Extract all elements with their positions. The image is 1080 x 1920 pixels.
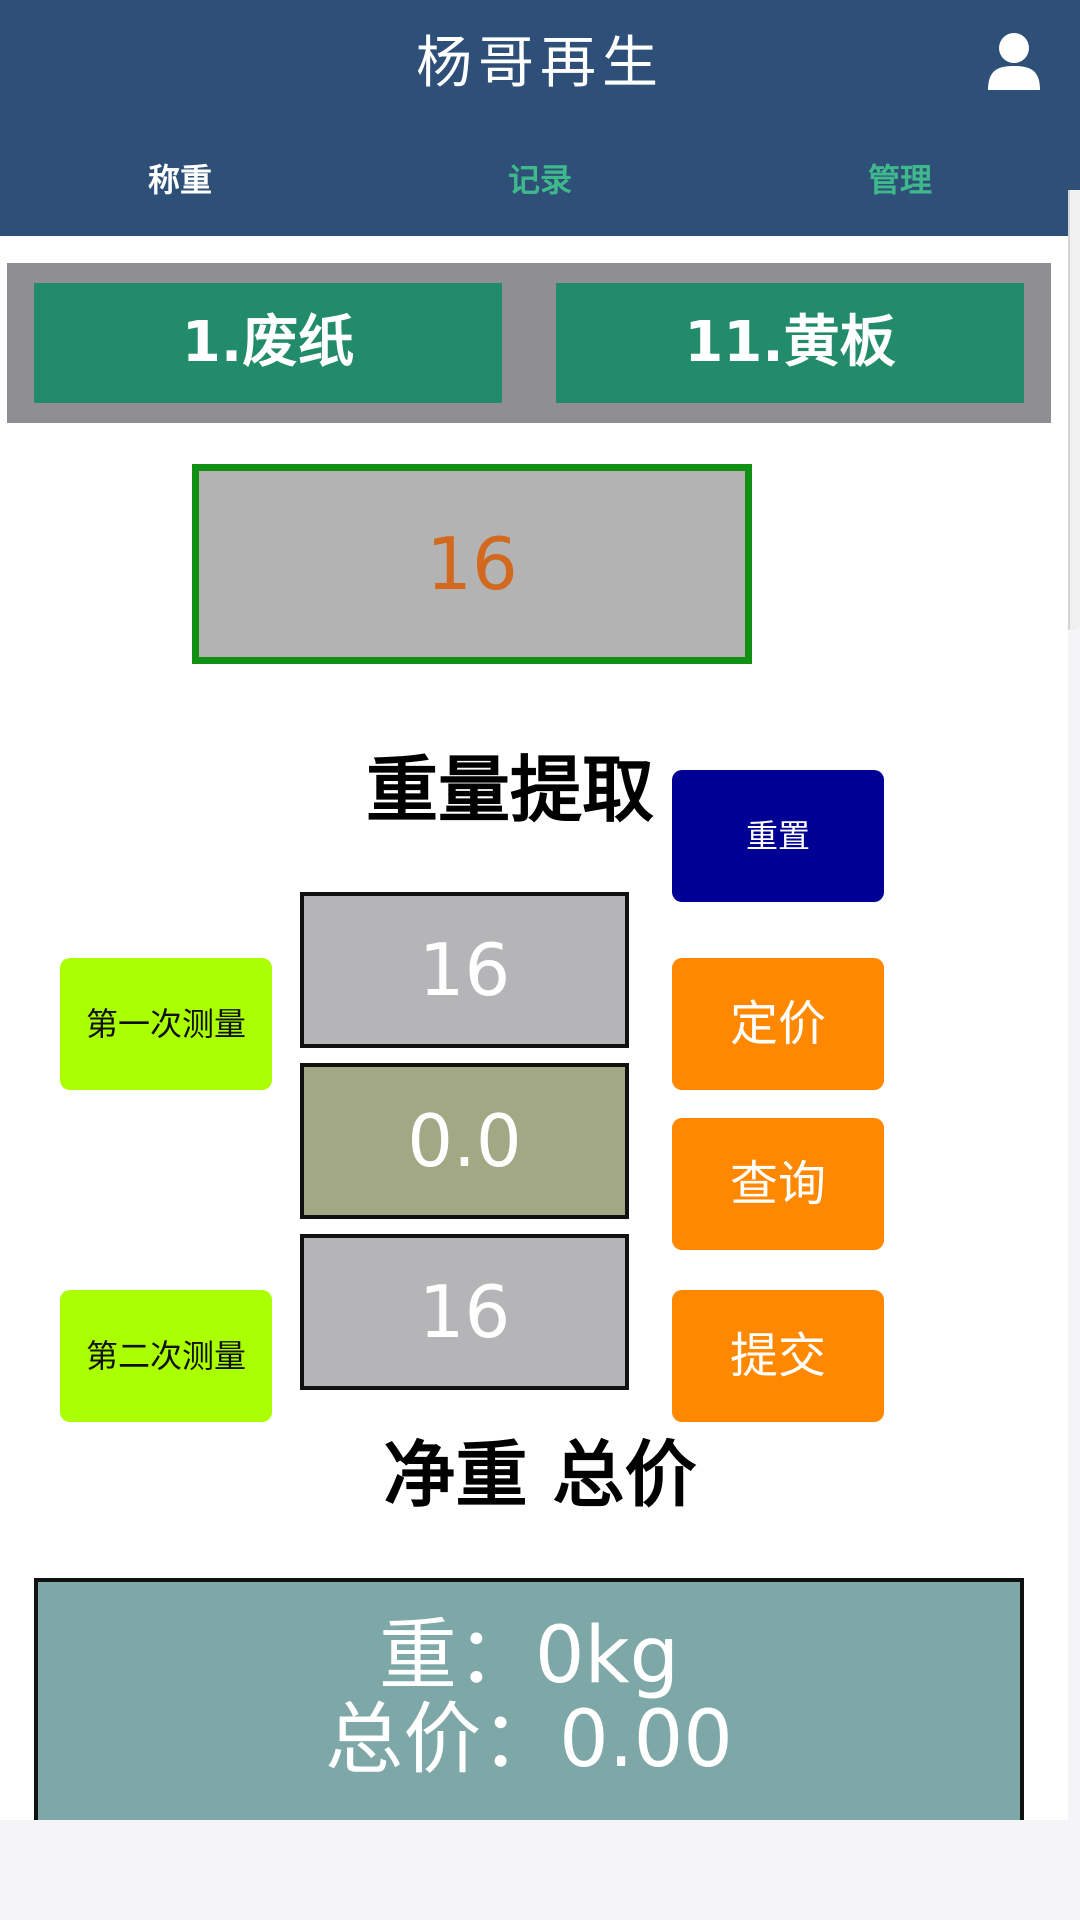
first-measure-button[interactable]: 第一次测量 xyxy=(60,958,272,1090)
result-panel: 重：0kg 总价：0.00 xyxy=(34,1578,1024,1820)
app-header xyxy=(0,0,1080,236)
tab-records-label: 记录 xyxy=(507,161,572,199)
net-total-title: 净重 总价 xyxy=(383,1433,697,1517)
scrollbar[interactable] xyxy=(1068,190,1080,630)
bottom-area xyxy=(0,1820,1080,1920)
category-button-yellow-board[interactable]: 11.黄板 xyxy=(556,283,1024,403)
tab-manage-label: 管理 xyxy=(867,161,932,199)
tab-weigh[interactable]: 称重 xyxy=(0,150,360,210)
tab-weigh-label: 称重 xyxy=(147,161,212,199)
unit-price-display: 16 xyxy=(192,464,752,664)
user-icon[interactable] xyxy=(986,30,1042,90)
tab-records[interactable]: 记录 xyxy=(360,150,720,210)
weight-diff-value: 0.0 xyxy=(300,1063,629,1219)
second-measure-button[interactable]: 第二次测量 xyxy=(60,1290,272,1422)
submit-button[interactable]: 提交 xyxy=(672,1290,884,1422)
second-weight-value: 16 xyxy=(300,1234,629,1390)
app-title: 杨哥再生 xyxy=(416,31,664,96)
total-price-text: 总价：0.00 xyxy=(325,1695,733,1785)
net-weight-text: 重：0kg xyxy=(378,1611,680,1701)
weight-extract-title: 重量提取 xyxy=(365,748,654,832)
reset-button[interactable]: 重置 xyxy=(672,770,884,902)
query-button[interactable]: 查询 xyxy=(672,1118,884,1250)
set-price-button[interactable]: 定价 xyxy=(672,958,884,1090)
tab-manage[interactable]: 管理 xyxy=(720,150,1080,210)
first-weight-value: 16 xyxy=(300,892,629,1048)
category-button-waste-paper[interactable]: 1.废纸 xyxy=(34,283,502,403)
